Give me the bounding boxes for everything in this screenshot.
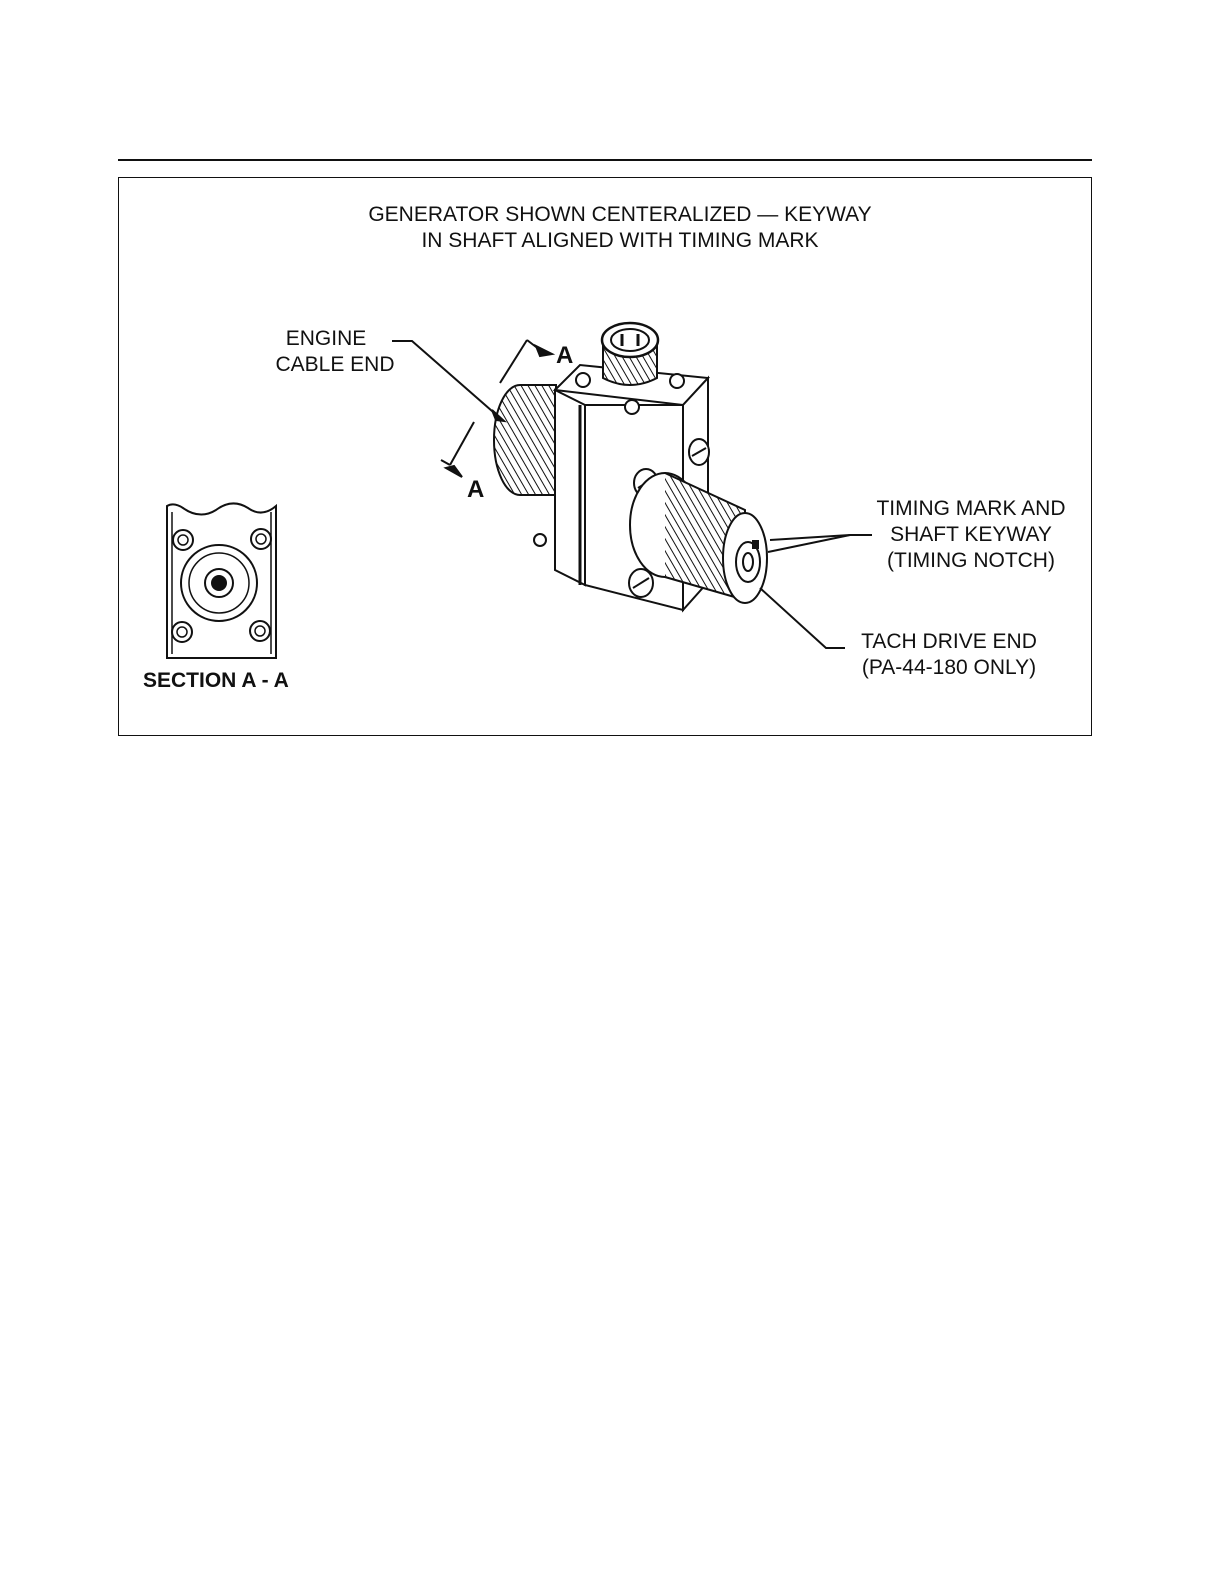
section-a-a-inset <box>167 503 276 658</box>
engine-cable-thread <box>494 385 556 495</box>
top-connector <box>602 323 658 385</box>
